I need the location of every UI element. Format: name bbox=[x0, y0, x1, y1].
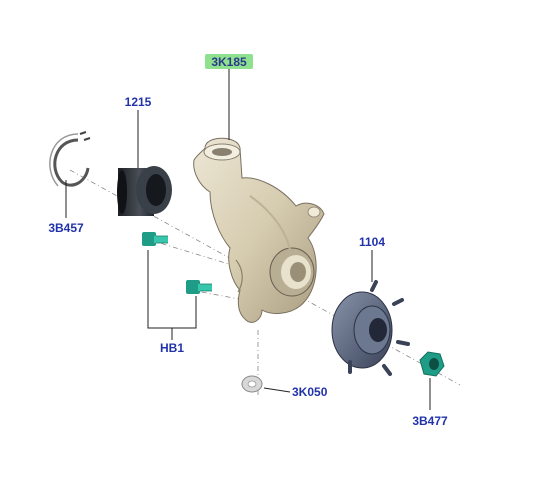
callout-hub-label[interactable]: 1104 bbox=[359, 235, 385, 249]
callout-snap-ring-label[interactable]: 3B457 bbox=[48, 221, 84, 235]
wheel-hub-part[interactable] bbox=[331, 280, 410, 376]
hub-nut-part[interactable] bbox=[419, 351, 445, 377]
callout-bearing-label[interactable]: 1215 bbox=[125, 95, 152, 109]
callout-knuckle-label[interactable]: 3K185 bbox=[211, 55, 247, 69]
knuckle-bolt-lower[interactable] bbox=[186, 280, 212, 294]
steering-knuckle-part[interactable] bbox=[193, 137, 325, 323]
callout-highlight bbox=[205, 54, 253, 69]
wheel-bearing-part[interactable] bbox=[117, 166, 172, 216]
knuckle-bolt-upper[interactable] bbox=[142, 232, 168, 246]
callout-hub-nut-label[interactable]: 3B477 bbox=[412, 414, 448, 428]
leader-bolts bbox=[147, 250, 197, 340]
snap-ring-part[interactable] bbox=[49, 131, 91, 187]
callout-bolts-label[interactable]: HB1 bbox=[160, 341, 184, 355]
callout-washer-label[interactable]: 3K050 bbox=[292, 385, 328, 399]
leader-washer bbox=[263, 387, 291, 393]
bolt-axis-b bbox=[189, 289, 246, 301]
callout-knuckle[interactable]: 3K185 bbox=[205, 54, 253, 69]
washer-part[interactable] bbox=[241, 375, 263, 393]
